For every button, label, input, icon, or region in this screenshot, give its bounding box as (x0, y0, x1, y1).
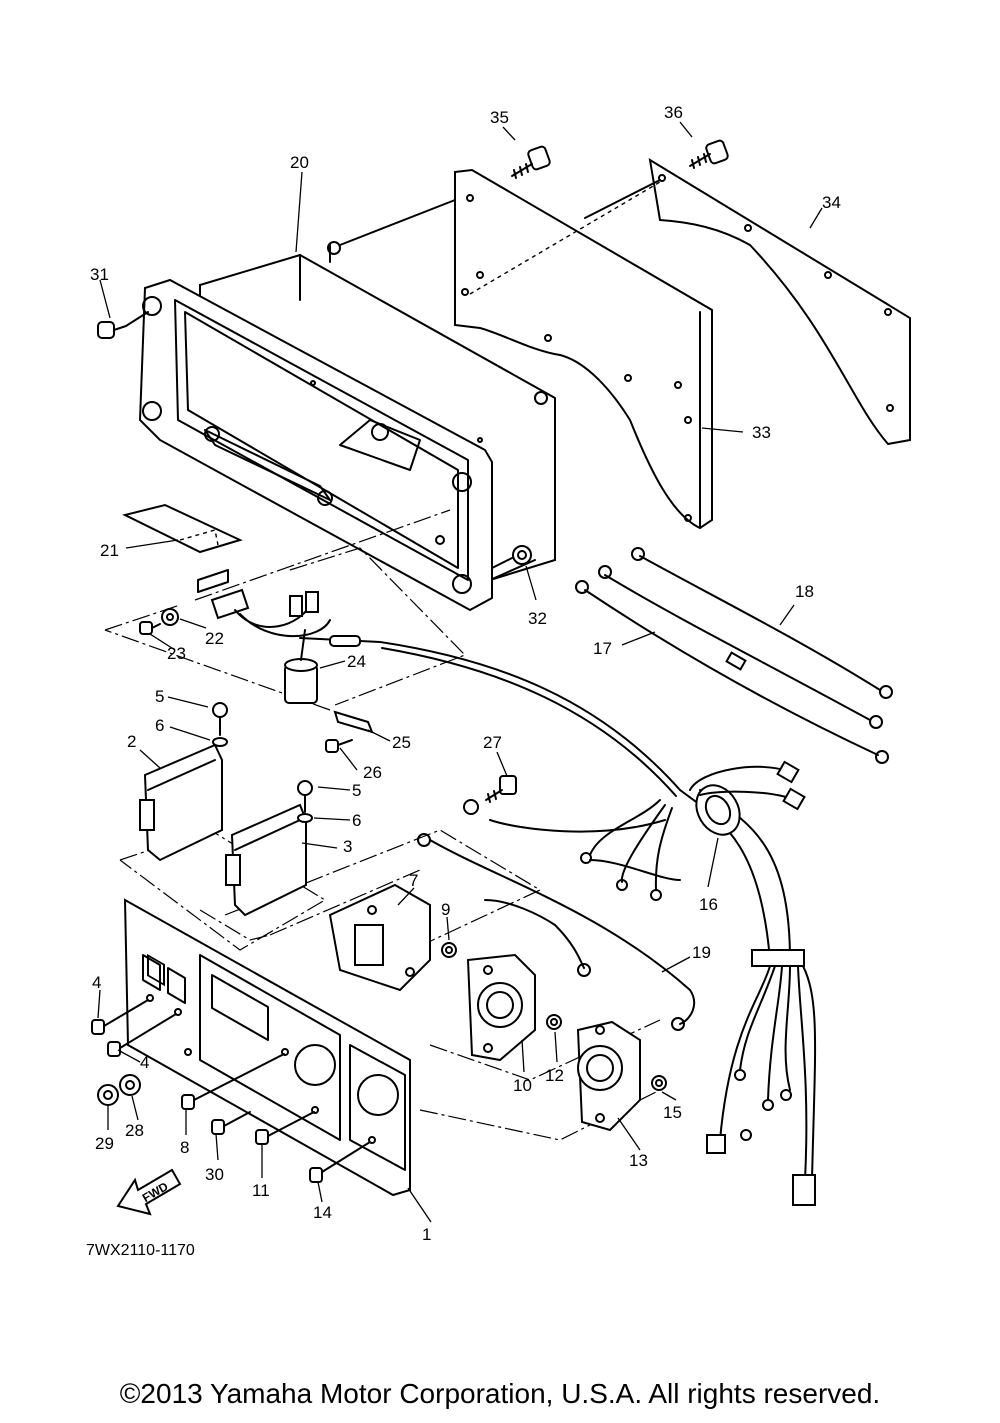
screw-35 (511, 145, 551, 179)
part-label-17: 17 (593, 639, 612, 658)
part-label-12: 12 (545, 1066, 564, 1085)
part-label-2: 2 (127, 732, 136, 751)
label-plate-21 (122, 503, 243, 593)
part-label-36: 36 (664, 103, 683, 122)
nut-12 (546, 1014, 562, 1030)
part-label-18: 18 (795, 582, 814, 601)
part-label-22: 22 (205, 629, 224, 648)
part-label-26: 26 (363, 763, 382, 782)
circuit-breaker-2 (139, 743, 223, 862)
part-label-6b: 6 (352, 811, 361, 830)
part-label-10: 10 (513, 1076, 532, 1095)
nut-28 (119, 1074, 141, 1096)
part-label-13: 13 (629, 1151, 648, 1170)
screw-5b (297, 780, 313, 813)
nut-29 (97, 1084, 119, 1106)
control-box-20 (138, 199, 556, 612)
screw-26 (325, 739, 353, 753)
connector-block (210, 588, 331, 638)
nut-9 (441, 942, 457, 958)
front-panel-1 (123, 898, 411, 1197)
screw-30 (211, 1111, 251, 1135)
bracket-25 (333, 710, 374, 734)
screw-31 (97, 311, 149, 339)
part-label-25: 25 (392, 733, 411, 752)
part-label-34: 34 (822, 193, 841, 212)
part-label-30: 30 (205, 1165, 224, 1184)
part-label-3: 3 (343, 837, 352, 856)
part-label-4b: 4 (140, 1053, 149, 1072)
part-label-33: 33 (752, 423, 771, 442)
nut-32 (491, 545, 532, 569)
receptacle-10 (466, 953, 536, 1062)
drawing-code: 7WX2110-1170 (86, 1242, 195, 1259)
part-label-16: 16 (699, 895, 718, 914)
screw-8 (181, 1053, 285, 1110)
lead-wire-19 (417, 833, 696, 1031)
part-label-23: 23 (167, 644, 186, 663)
leader-lines (97, 121, 823, 1223)
part-number-labels: 1 2 3 4 4 5 5 6 6 7 8 9 10 11 12 13 14 1… (90, 103, 841, 1244)
screw-36 (689, 139, 729, 169)
part-label-28: 28 (125, 1121, 144, 1140)
screw-23 (139, 621, 161, 635)
part-label-15: 15 (663, 1103, 682, 1122)
part-label-19: 19 (692, 943, 711, 962)
circuit-breaker-3 (225, 803, 307, 917)
nut-15 (651, 1075, 667, 1091)
part-label-7: 7 (409, 871, 418, 890)
part-label-5b: 5 (352, 781, 361, 800)
screw-14 (309, 1141, 371, 1183)
lead-wires-17-18 (575, 547, 893, 764)
washer-6b (297, 813, 313, 823)
condenser-24 (284, 629, 381, 704)
washer-6a (212, 737, 228, 747)
back-plate-34 (648, 158, 911, 446)
part-label-11: 11 (252, 1181, 270, 1200)
copyright-notice: ©2013 Yamaha Motor Corporation, U.S.A. A… (119, 1378, 881, 1409)
screw-5a (212, 702, 228, 736)
part-label-24: 24 (347, 652, 366, 671)
part-label-29: 29 (95, 1134, 114, 1153)
part-label-20: 20 (290, 153, 309, 172)
part-label-4a: 4 (92, 973, 101, 992)
part-label-14: 14 (313, 1203, 332, 1222)
washer-22 (161, 608, 179, 626)
screw-27 (485, 775, 517, 803)
part-label-9: 9 (441, 900, 450, 919)
screw-4a (91, 999, 149, 1035)
receptacle-7 (328, 883, 431, 992)
wire-harness-16 (379, 641, 817, 1206)
part-label-32: 32 (528, 609, 547, 628)
part-label-6a: 6 (155, 716, 164, 735)
part-label-8: 8 (180, 1138, 189, 1157)
screw-4b (107, 1013, 177, 1057)
part-label-1: 1 (422, 1225, 431, 1244)
receptacle-13 (576, 1020, 641, 1132)
part-label-35: 35 (490, 108, 509, 127)
fwd-arrow: FWD (116, 1168, 182, 1216)
part-label-5a: 5 (155, 687, 164, 706)
bracket-plate-33 (454, 168, 713, 530)
part-label-31: 31 (90, 265, 109, 284)
part-label-27: 27 (483, 733, 502, 752)
part-label-21: 21 (100, 541, 119, 560)
